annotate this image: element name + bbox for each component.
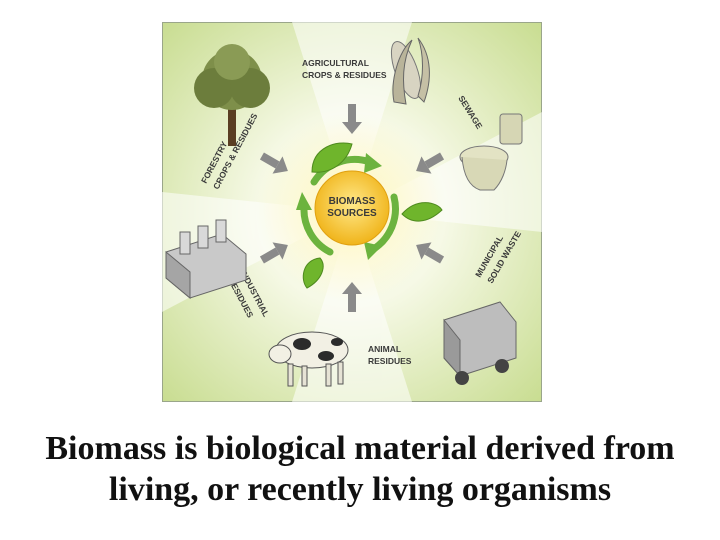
animal-label-line2: RESIDUES (368, 356, 412, 366)
caption-line1: Biomass is biological material derived f… (0, 428, 720, 469)
biomass-sources-diagram: BIOMASS SOURCES AGRICULTURAL CROPS & RES… (162, 22, 542, 402)
animal-label-line1: ANIMAL (368, 344, 401, 354)
center-label-line2: SOURCES (327, 208, 377, 219)
agricultural-label-line2: CROPS & RESIDUES (302, 70, 387, 80)
agricultural-label-line1: AGRICULTURAL (302, 58, 369, 68)
caption: Biomass is biological material derived f… (0, 428, 720, 510)
caption-line2: living, or recently living organisms (0, 469, 720, 510)
center-label-line1: BIOMASS (329, 196, 376, 207)
